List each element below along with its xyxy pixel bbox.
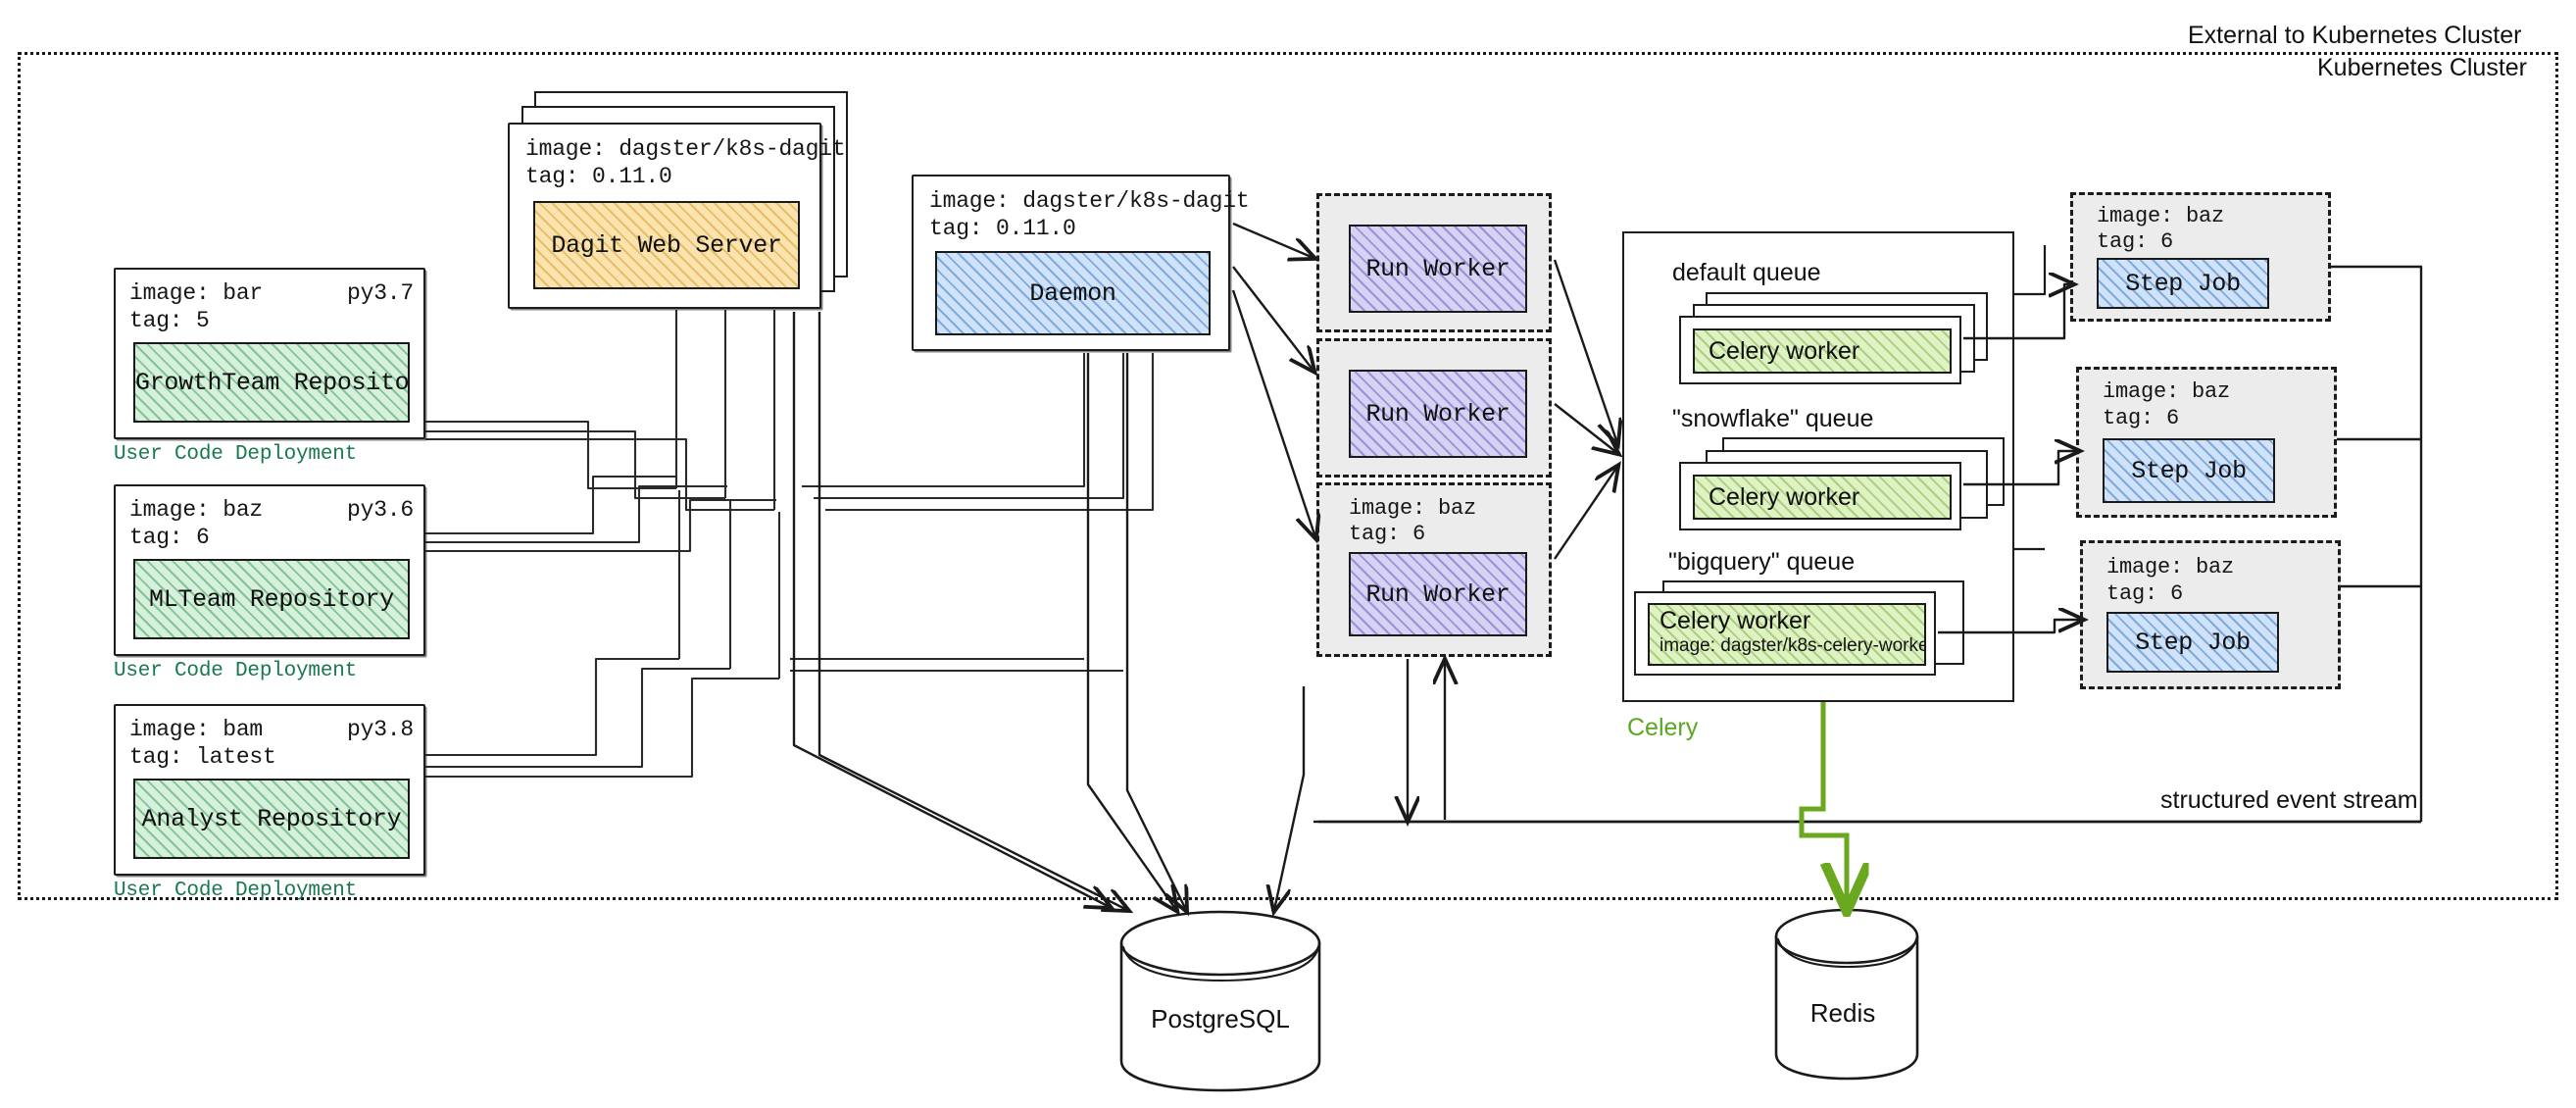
step-job-3-tag: tag: 6 (2106, 581, 2184, 606)
step-job-label-3: Step Job (2135, 628, 2251, 657)
celery-worker-box-snowflake[interactable]: Celery worker (1693, 475, 1952, 520)
deployment-3-image: image: bam (129, 717, 264, 742)
dagit-image: image: dagster/k8s-dagit (525, 136, 846, 162)
growthteam-repository-box[interactable]: GrowthTeam Repository (133, 342, 410, 423)
daemon-label: Daemon (1029, 278, 1116, 308)
run-worker-label-1: Run Worker (1365, 254, 1511, 283)
mlteam-repository-box[interactable]: MLTeam Repository (133, 559, 410, 639)
step-job-1-tag: tag: 6 (2097, 229, 2174, 254)
deployment-3-repository-label: Analyst Repository (141, 804, 402, 833)
step-job-box-2[interactable]: Step Job (2103, 438, 2275, 503)
step-job-2-tag: tag: 6 (2103, 406, 2180, 430)
step-job-2-image: image: baz (2103, 379, 2231, 404)
daemon-box[interactable]: Daemon (935, 251, 1211, 335)
celery-worker-box-bigquery[interactable]: Celery worker image: dagster/k8s-celery-… (1648, 603, 1926, 666)
daemon-image: image: dagster/k8s-dagit (929, 188, 1250, 214)
step-job-pod-3[interactable]: image: baz tag: 6 Step Job (2080, 540, 2341, 689)
run-worker-box-1[interactable]: Run Worker (1349, 225, 1527, 313)
deployment-3-python: py3.8 (346, 717, 414, 742)
redis-label: Redis (1809, 998, 1876, 1028)
deployment-3-tag: tag: latest (129, 744, 276, 770)
celery-worker-label-snowflake: Celery worker (1709, 482, 1860, 511)
queue-label-default: default queue (1672, 259, 1821, 286)
default-queue-worker-card[interactable]: Celery worker (1679, 316, 1961, 384)
step-job-label-1: Step Job (2125, 269, 2241, 298)
user-code-deployment-card-2[interactable]: image: baz py3.6 tag: 6 MLTeam Repositor… (114, 484, 425, 656)
celery-worker-label-bigquery: Celery worker (1660, 607, 1811, 634)
postgresql-cylinder (1119, 910, 1321, 1092)
queue-label-snowflake: "snowflake" queue (1672, 405, 1874, 432)
analyst-repository-box[interactable]: Analyst Repository (133, 779, 410, 859)
deployment-1-python: py3.7 (346, 280, 414, 306)
run-worker-pod-1[interactable]: Run Worker (1316, 193, 1552, 332)
deployment-1-image: image: bar (129, 280, 264, 306)
dagit-web-server-card[interactable]: image: dagster/k8s-dagit tag: 0.11.0 Dag… (508, 123, 846, 309)
deployment-2-image: image: baz (129, 497, 264, 523)
run-worker-pod-3[interactable]: image: baz tag: 6 Run Worker (1316, 482, 1552, 657)
run-worker-box-3[interactable]: Run Worker (1349, 552, 1527, 636)
run-worker-pod-2[interactable]: Run Worker (1316, 338, 1552, 478)
deployment-2-python: py3.6 (346, 497, 414, 523)
step-job-box-3[interactable]: Step Job (2106, 612, 2279, 673)
snowflake-queue-worker-card[interactable]: Celery worker (1679, 462, 1961, 530)
deployment-2-caption: User Code Deployment (114, 660, 358, 682)
deployment-1-caption: User Code Deployment (114, 443, 358, 466)
celery-worker-label-default: Celery worker (1709, 336, 1860, 365)
dagit-label: Dagit Web Server (551, 230, 782, 260)
deployment-2-repository-label: MLTeam Repository (149, 584, 394, 614)
step-job-1-image: image: baz (2097, 204, 2225, 228)
deployment-2-tag: tag: 6 (129, 525, 210, 550)
step-job-3-image: image: baz (2106, 555, 2235, 579)
step-job-pod-1[interactable]: image: baz tag: 6 Step Job (2070, 192, 2331, 322)
dagit-web-server-box[interactable]: Dagit Web Server (533, 201, 800, 289)
user-code-deployment-card-1[interactable]: image: bar py3.7 tag: 5 GrowthTeam Repos… (114, 268, 425, 439)
step-job-label-2: Step Job (2131, 456, 2247, 485)
daemon-tag: tag: 0.11.0 (929, 216, 1076, 241)
postgresql-label: PostgreSQL (1151, 1004, 1290, 1033)
celery-worker-image-bigquery: image: dagster/k8s-celery-worker (1660, 635, 1926, 656)
redis-cylinder (1774, 908, 1919, 1081)
run-worker-3-tag: tag: 6 (1349, 522, 1426, 546)
kubernetes-cluster-label: Kubernetes Cluster (2317, 54, 2528, 81)
external-cluster-label: External to Kubernetes Cluster (2188, 22, 2522, 49)
step-job-box-1[interactable]: Step Job (2097, 258, 2269, 309)
run-worker-3-image: image: baz (1349, 496, 1477, 521)
bigquery-queue-worker-card[interactable]: Celery worker image: dagster/k8s-celery-… (1634, 591, 1936, 676)
run-worker-label-3: Run Worker (1365, 579, 1511, 609)
deployment-1-tag: tag: 5 (129, 308, 210, 333)
run-worker-label-2: Run Worker (1365, 399, 1511, 428)
structured-event-stream-label: structured event stream (2160, 786, 2418, 814)
user-code-deployment-card-3[interactable]: image: bam py3.8 tag: latest Analyst Rep… (114, 704, 425, 876)
celery-section-label: Celery (1627, 714, 1699, 741)
daemon-card[interactable]: image: dagster/k8s-dagit tag: 0.11.0 Dae… (912, 175, 1250, 351)
deployment-3-caption: User Code Deployment (114, 880, 358, 902)
step-job-pod-2[interactable]: image: baz tag: 6 Step Job (2076, 367, 2337, 518)
celery-worker-box-default[interactable]: Celery worker (1693, 328, 1952, 374)
run-worker-box-2[interactable]: Run Worker (1349, 370, 1527, 458)
dagit-tag: tag: 0.11.0 (525, 164, 672, 189)
queue-label-bigquery: "bigquery" queue (1668, 548, 1856, 576)
deployment-1-repository-label: GrowthTeam Repository (135, 368, 410, 397)
